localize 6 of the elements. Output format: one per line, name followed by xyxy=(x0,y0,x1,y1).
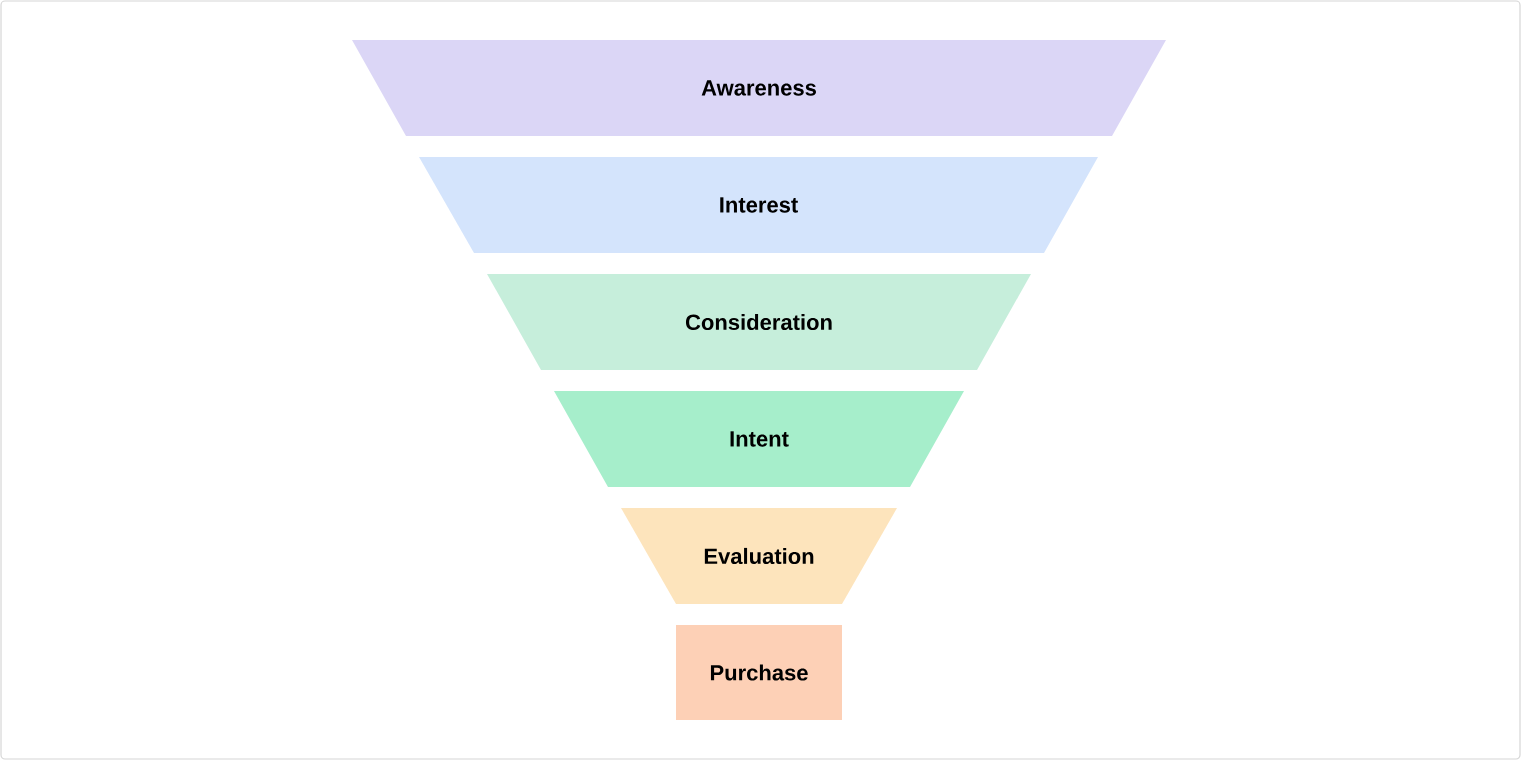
funnel-stage: Awareness xyxy=(352,40,1166,136)
funnel-stage: Evaluation xyxy=(621,508,897,604)
stage-box: Purchase xyxy=(676,625,842,720)
funnel-stage: Consideration xyxy=(487,274,1031,370)
funnel-stage: Intent xyxy=(554,391,964,487)
funnel-stage: Interest xyxy=(419,157,1098,253)
